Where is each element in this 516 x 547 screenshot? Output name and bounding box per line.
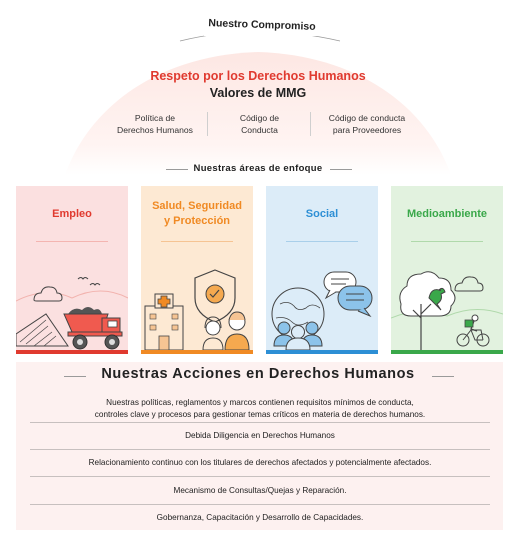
divider bbox=[207, 112, 208, 136]
divider bbox=[166, 169, 188, 170]
divider bbox=[36, 241, 108, 242]
action-engagement: Relacionamiento continuo con los titular… bbox=[88, 458, 432, 467]
card-title: Empleo bbox=[52, 208, 92, 220]
commitment-section: Nuestro Compromiso Respeto por los Derec… bbox=[0, 0, 516, 175]
action-line: controles clave y procesos para gestiona… bbox=[94, 410, 426, 419]
hospital-shield-icon bbox=[141, 269, 253, 354]
divider bbox=[30, 504, 490, 505]
divider bbox=[286, 241, 358, 242]
human-rights-title: Respeto por los Derechos Humanos bbox=[150, 69, 366, 83]
policy-line: Código de conducta bbox=[328, 113, 406, 123]
divider bbox=[161, 241, 233, 242]
divider bbox=[330, 169, 352, 170]
policy-line: Derechos Humanos bbox=[117, 125, 193, 135]
policy-line: Código de bbox=[239, 113, 280, 123]
focus-card-health-safety: Salud, Seguridad y Protección bbox=[141, 186, 253, 354]
action-governance: Gobernanza, Capacitación y Desarrollo de… bbox=[156, 513, 364, 522]
focus-areas-heading: Nuestras áreas de enfoque bbox=[193, 163, 323, 174]
divider bbox=[30, 422, 490, 423]
divider bbox=[432, 376, 454, 377]
policy-line: Conducta bbox=[241, 125, 278, 135]
card-title: Salud, Seguridad y Protección bbox=[141, 199, 253, 229]
globe-people-chat-icon bbox=[266, 271, 378, 354]
policy-line: Política de bbox=[134, 113, 176, 123]
action-grievance: Mecanismo de Consultas/Quejas y Reparaci… bbox=[173, 486, 347, 495]
focus-card-employment: Empleo bbox=[16, 186, 128, 354]
policy-code-of-conduct: Código de Conducta bbox=[212, 112, 307, 136]
divider bbox=[310, 112, 311, 136]
card-title-line: y Protección bbox=[163, 215, 231, 227]
divider bbox=[64, 376, 86, 377]
policy-line: para Proveedores bbox=[332, 125, 402, 135]
action-due-diligence: Debida Diligencia en Derechos Humanos bbox=[185, 431, 335, 440]
actions-heading: Nuestras Acciones en Derechos Humanos bbox=[101, 366, 415, 382]
policy-supplier-code: Código de conducta para Proveedores bbox=[312, 112, 422, 136]
values-title: Valores de MMG bbox=[209, 86, 307, 100]
commitment-arc-graphic bbox=[65, 20, 451, 175]
mining-truck-icon bbox=[16, 277, 128, 354]
divider bbox=[30, 449, 490, 450]
action-policies: Nuestras políticas, reglamentos y marcos… bbox=[30, 397, 490, 421]
focus-card-social: Social bbox=[266, 186, 378, 354]
card-title: Medioambiente bbox=[406, 208, 488, 220]
action-line: Nuestras políticas, reglamentos y marcos… bbox=[106, 398, 414, 407]
card-title-line: Salud, Seguridad bbox=[152, 200, 242, 212]
actions-panel bbox=[16, 362, 503, 530]
policy-human-rights: Política de Derechos Humanos bbox=[103, 112, 207, 136]
tree-bird-cyclist-icon bbox=[391, 271, 503, 354]
card-title: Social bbox=[305, 208, 339, 220]
divider bbox=[30, 476, 490, 477]
divider bbox=[411, 241, 483, 242]
focus-card-environment: Medioambiente bbox=[391, 186, 503, 354]
